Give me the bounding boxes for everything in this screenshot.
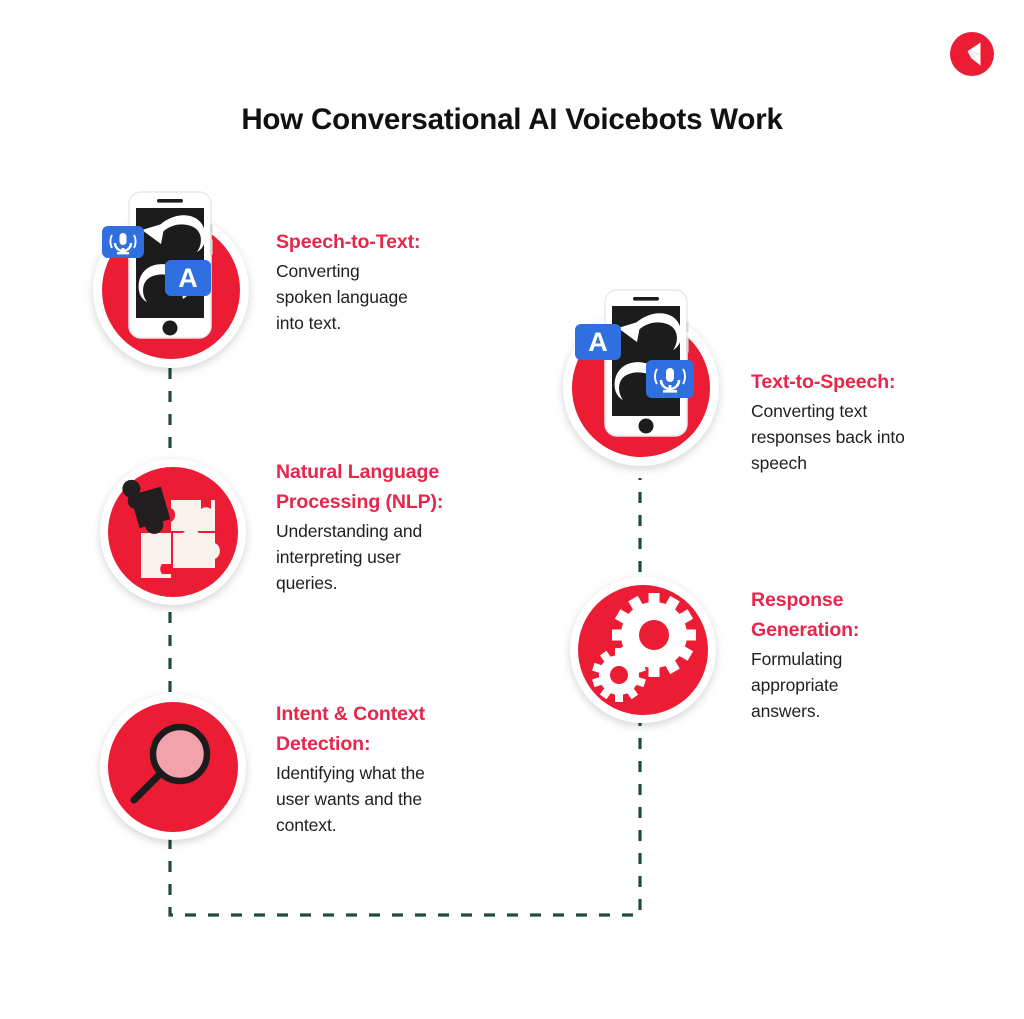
step-body-line: user wants and the [276, 788, 423, 809]
step-heading: Response [751, 589, 844, 611]
step-body-line: responses back into [751, 427, 905, 448]
step-intent-and-context-detection-text: Intent & Context Detection: Identifying … [276, 700, 491, 838]
mic-badge [102, 226, 144, 258]
step-heading: Generation: [751, 618, 860, 641]
phone-mic-to-text-icon: A [102, 191, 213, 339]
magnifying-glass-icon [130, 723, 211, 804]
step-natural-language-processing-text: Natural Language Processing (NLP): Under… [276, 458, 491, 596]
page-title: How Conversational AI Voicebots Work [241, 103, 783, 136]
text-badge: A [165, 260, 211, 296]
step-body-line: Converting text [751, 400, 868, 421]
step-body-line: into text. [276, 313, 342, 334]
step-heading: Processing (NLP): [276, 490, 444, 513]
step-body-line: appropriate [751, 674, 839, 695]
step-body-line: spoken language [276, 287, 408, 308]
svg-text:A: A [178, 263, 198, 293]
svg-text:A: A [588, 327, 608, 357]
step-body-line: context. [276, 815, 337, 836]
step-body-line: Understanding and [276, 520, 423, 541]
step-body-line: Identifying what the [276, 762, 425, 783]
step-body-line: queries. [276, 573, 338, 594]
puzzle-pieces-icon [122, 479, 220, 578]
step-body-line: answers. [751, 701, 821, 722]
step-speech-to-text-text: Speech-to-Text: Converting spoken langua… [276, 228, 491, 337]
step-body-line: speech [751, 453, 807, 474]
brand-logo [950, 32, 994, 76]
step-text-to-speech-text: Text-to-Speech: Converting text response… [751, 368, 956, 477]
step-heading: Detection: [276, 732, 371, 755]
mic-badge [646, 360, 694, 398]
step-body-line: interpreting user [276, 546, 401, 567]
step-heading: Text-to-Speech: [751, 371, 896, 393]
step-body-line: Formulating [751, 648, 843, 669]
step-heading: Speech-to-Text: [276, 231, 421, 253]
step-heading: Natural Language [276, 461, 440, 483]
brand-logo-icon [950, 32, 994, 76]
step-response-generation-text: Response Generation: Formulating appropr… [751, 586, 956, 724]
gears-icon [592, 593, 696, 702]
step-heading: Intent & Context [276, 703, 425, 725]
phone-text-to-mic-icon: A [575, 289, 694, 437]
step-body-line: Converting [276, 260, 360, 281]
text-badge: A [575, 324, 621, 360]
